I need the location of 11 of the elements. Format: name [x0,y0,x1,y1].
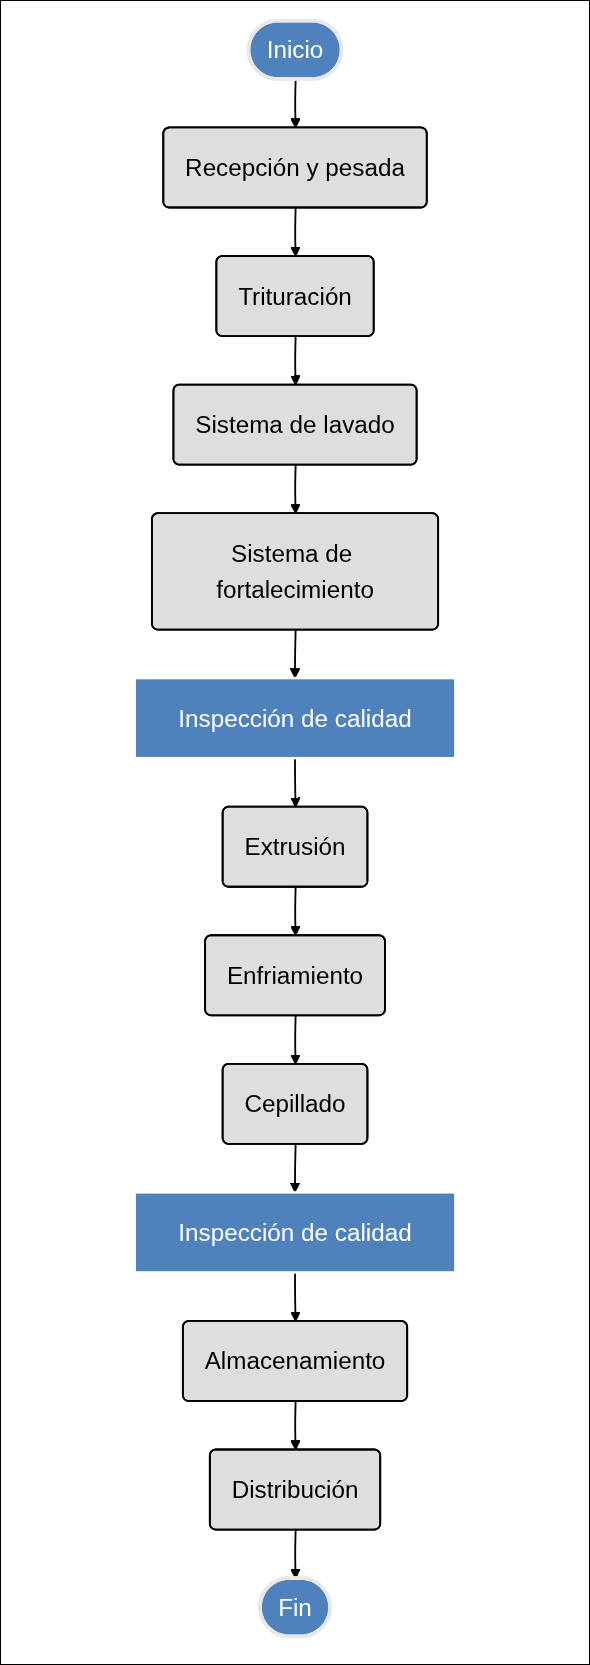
arrow [290,464,301,515]
arrow [290,886,301,937]
arrow [290,335,301,386]
node-box: Inspección de calidad [133,676,457,760]
arrow [290,1400,301,1451]
arrow [290,207,301,258]
arrow [289,1143,301,1193]
arrow [290,1015,301,1065]
arrow [290,78,301,129]
arrow [289,629,301,679]
node-box: Inspección de calidad [133,1191,457,1274]
